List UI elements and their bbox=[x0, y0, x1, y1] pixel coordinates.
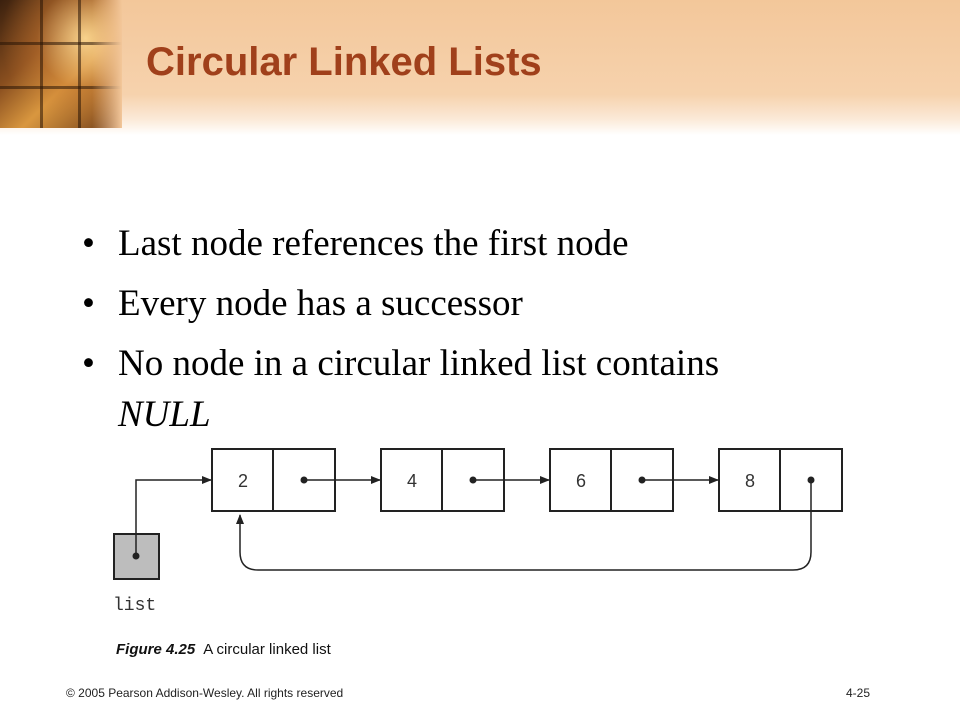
figure-caption-text: A circular linked list bbox=[203, 641, 331, 658]
bullet-text-null: NULL bbox=[118, 394, 211, 435]
bullet-item: • No node in a circular linked list cont… bbox=[80, 334, 900, 440]
bullet-text: Every node has a successor bbox=[118, 283, 523, 324]
circular-list-diagram: list 2 4 6 8 bbox=[113, 448, 843, 616]
slide-title: Circular Linked Lists bbox=[146, 40, 542, 84]
list-node: 8 bbox=[718, 448, 843, 512]
wrap-around-arrow bbox=[236, 480, 812, 571]
footer-copyright: © 2005 Pearson Addison-Wesley. All right… bbox=[66, 686, 344, 700]
footer-page-number: 4-25 bbox=[846, 686, 871, 700]
node-value: 4 bbox=[407, 471, 417, 491]
node-value: 6 bbox=[576, 471, 586, 491]
header-photo bbox=[0, 0, 122, 128]
node-value: 2 bbox=[238, 471, 248, 491]
node-value: 8 bbox=[745, 471, 755, 491]
bullet-item: • Last node references the first node bbox=[80, 214, 900, 274]
figure-caption: Figure 4.25 A circular linked list bbox=[116, 641, 331, 658]
bullet-dot: • bbox=[82, 283, 95, 324]
bullet-list: • Last node references the first node • … bbox=[80, 214, 900, 440]
bullet-item: • Every node has a successor bbox=[80, 274, 900, 334]
bullet-text: Last node references the first node bbox=[118, 223, 629, 264]
bullet-text: No node in a circular linked list contai… bbox=[118, 343, 720, 384]
figure-number: Figure 4.25 bbox=[116, 641, 196, 658]
bullet-dot: • bbox=[82, 343, 95, 384]
list-label: list bbox=[113, 596, 156, 616]
bullet-dot: • bbox=[82, 223, 95, 264]
head-pointer-arrow bbox=[135, 476, 212, 556]
header-band bbox=[0, 0, 960, 135]
